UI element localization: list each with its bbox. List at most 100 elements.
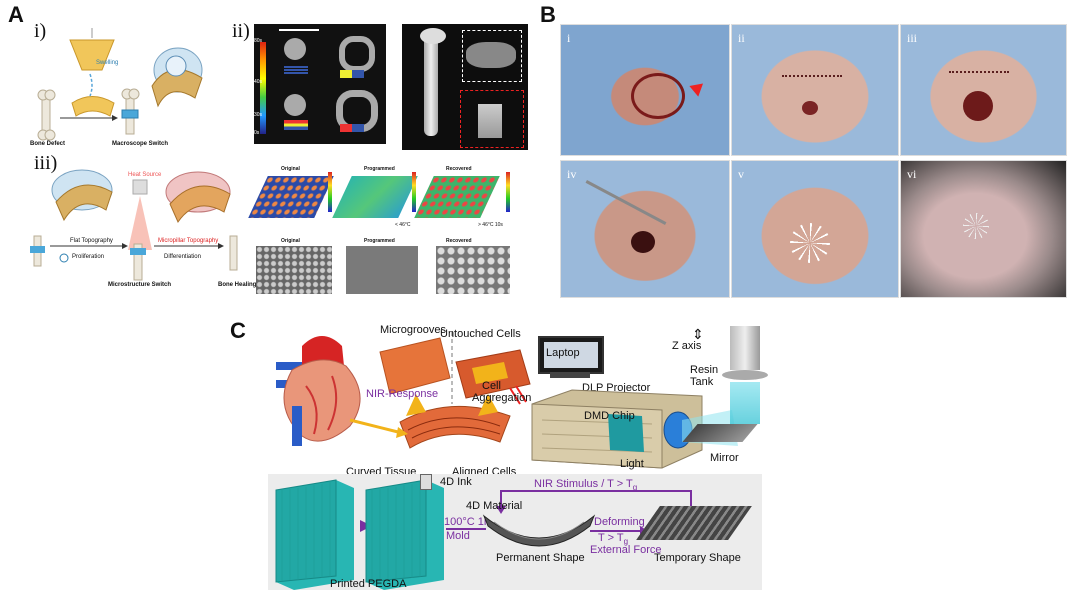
time-tick: 30s xyxy=(254,112,263,118)
color-bars xyxy=(340,124,364,132)
topo-colorbar xyxy=(506,172,510,212)
sem-programmed-image xyxy=(346,246,418,294)
panel-a-ii-label: ii) xyxy=(232,20,250,42)
macroscope-switch-label: Macroscope Switch xyxy=(112,141,169,147)
laptop-stand xyxy=(550,372,590,378)
nir-stimulus-subscript: g xyxy=(632,483,638,493)
z-axis-arrow-icon: ⇕ xyxy=(692,326,704,342)
suture-line xyxy=(782,75,842,83)
color-bars xyxy=(284,120,308,130)
bone-defect-label: Bone Defect xyxy=(30,141,66,147)
surgery-photo-v: v xyxy=(731,160,899,298)
micropillar-topography-label: Micropillar Topography xyxy=(158,238,219,244)
nir-feedback-arrow xyxy=(500,490,502,510)
topo-recovered-label: Recovered xyxy=(446,166,472,172)
condition-above-label: > 46°C 10s xyxy=(478,222,503,228)
nir-response-label: NIR-Response xyxy=(366,388,439,400)
dmd-chip-label: DMD Chip xyxy=(584,410,635,422)
suture-line xyxy=(949,71,1009,79)
nir-feedback-arrow xyxy=(690,490,692,508)
z-axis-label: Z axis xyxy=(672,340,702,352)
time-tick: 80s xyxy=(254,38,263,44)
subpanel-label: iv xyxy=(567,167,577,181)
zoom-box-top xyxy=(462,30,522,82)
scaffold-shape xyxy=(339,36,375,72)
shape-recovery-image: 80s 40s 30s 0s xyxy=(254,24,386,144)
surgery-photo-ii: ii xyxy=(731,24,899,156)
panel-a-i-schematic xyxy=(37,28,203,141)
topo-programmed-map xyxy=(332,176,418,218)
wound xyxy=(631,231,655,253)
untouched-cells-label: Untouched Cells xyxy=(440,328,521,340)
time-colorbar xyxy=(260,42,266,134)
cell-aggregation-label-1: Cell xyxy=(482,380,501,392)
time-tick: 40s xyxy=(254,79,263,85)
scaffold-shape xyxy=(284,38,306,60)
ink-nozzle-icon xyxy=(420,474,432,490)
mirror-illustration xyxy=(682,424,758,442)
deforming-arrow xyxy=(590,530,642,532)
zoom-box-bottom xyxy=(460,90,524,148)
microstructure-switch-label: Microstructure Switch xyxy=(108,282,172,288)
heart-tissue xyxy=(631,73,685,119)
surgery-photo-iii: iii xyxy=(900,24,1067,156)
cell-aggregation-label-2: Aggregation xyxy=(472,392,532,404)
condition-below-label: < 46°C xyxy=(395,222,411,228)
permanent-shape-label: Permanent Shape xyxy=(496,552,585,564)
uv-light-beam xyxy=(730,382,760,424)
nir-stimulus-label: NIR Stimulus / T > Tg xyxy=(534,478,637,492)
heat-mold-label-2: Mold xyxy=(446,530,470,542)
4d-material-label: 4D Material xyxy=(466,500,523,512)
topo-programmed-label: Programmed xyxy=(364,166,395,172)
topo-original-label: Original xyxy=(281,166,300,172)
subpanel-label: v xyxy=(738,167,744,181)
scaffold-shape xyxy=(284,94,306,116)
panel-b-letter: B xyxy=(540,2,556,27)
heart-illustration xyxy=(276,336,361,446)
resin-label: Resin xyxy=(690,364,719,376)
resin-tank xyxy=(722,370,768,380)
surgical-instrument xyxy=(585,180,667,225)
external-force-label: External Force xyxy=(590,544,662,556)
scaffold-detail xyxy=(466,42,516,68)
star-scaffold xyxy=(790,223,830,263)
nir-stimulus-text: NIR Stimulus / T > T xyxy=(534,478,633,490)
surgery-photo-iv: iv xyxy=(560,160,730,298)
temporary-shape-label: Temporary Shape xyxy=(654,552,741,564)
topo-original-map xyxy=(248,176,334,218)
light-label: Light xyxy=(620,458,644,470)
t-condition-label: T > Tg xyxy=(598,532,628,546)
subpanel-label: iii xyxy=(907,31,918,45)
laptop-screen xyxy=(544,342,598,368)
bone-healing-label: Bone Healing xyxy=(218,282,257,288)
star-scaffold xyxy=(963,213,989,239)
sem-recovered-image xyxy=(436,246,510,294)
pegda-blocks xyxy=(275,479,444,590)
t-condition-text: T > T xyxy=(598,532,624,544)
topo-recovered-map xyxy=(414,176,500,218)
mold-arrow xyxy=(446,528,486,530)
sem-programmed-label: Programmed xyxy=(364,238,395,244)
4d-ink-label: 4D Ink xyxy=(440,476,472,488)
panel-c-letter: C xyxy=(230,318,246,343)
swelling-label: Swelling xyxy=(96,60,119,66)
proliferation-label: Proliferation xyxy=(72,254,105,260)
laptop-icon: Laptop xyxy=(538,336,604,374)
tank-label: Tank xyxy=(690,376,714,388)
panel-a-letter: A xyxy=(8,2,24,27)
nir-arrowhead-icon xyxy=(496,506,506,514)
printed-pegda-label: Printed PEGDA xyxy=(330,578,407,590)
deforming-label: Deforming xyxy=(594,516,645,528)
color-bars xyxy=(340,70,364,78)
nir-feedback-arrow xyxy=(500,490,690,492)
sem-recovered-label: Recovered xyxy=(446,238,472,244)
panel-a-iii-label: iii) xyxy=(34,152,58,174)
topo-colorbar xyxy=(328,172,332,212)
wound xyxy=(963,91,993,121)
sem-original-image xyxy=(256,246,332,294)
laptop-label: Laptop xyxy=(546,347,580,359)
t-condition-subscript: g xyxy=(623,537,629,547)
subpanel-label: vi xyxy=(907,167,917,181)
femur-bone xyxy=(424,36,438,136)
panel-a-iii-schematic xyxy=(30,169,238,281)
